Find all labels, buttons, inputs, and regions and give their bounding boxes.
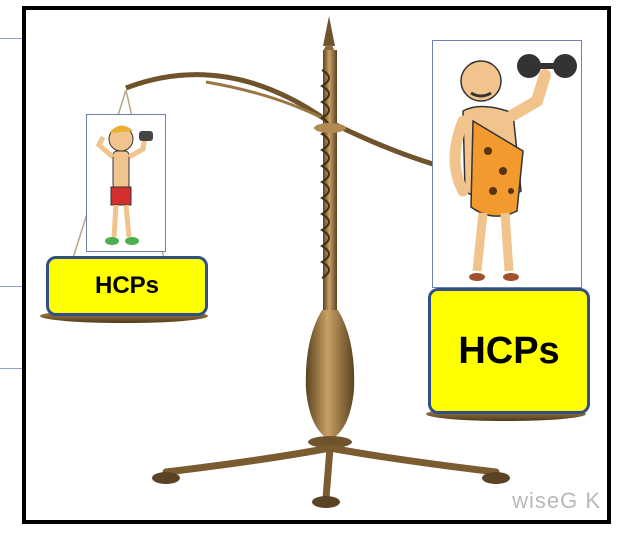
strongman-figure-card: [432, 40, 582, 288]
right-pan-label: HCPs: [428, 288, 590, 414]
image-frame: HCPs HCPs wiseG K: [22, 6, 611, 524]
skinny-figure-card: [86, 114, 166, 252]
scale-beam: [126, 75, 436, 165]
strongman-icon: [433, 41, 581, 287]
scale-vase: [306, 310, 354, 440]
watermark: wiseG K: [512, 488, 601, 514]
skinny-man-icon: [87, 115, 165, 251]
scale-base: [166, 448, 496, 498]
left-pan-label: HCPs: [46, 256, 208, 316]
